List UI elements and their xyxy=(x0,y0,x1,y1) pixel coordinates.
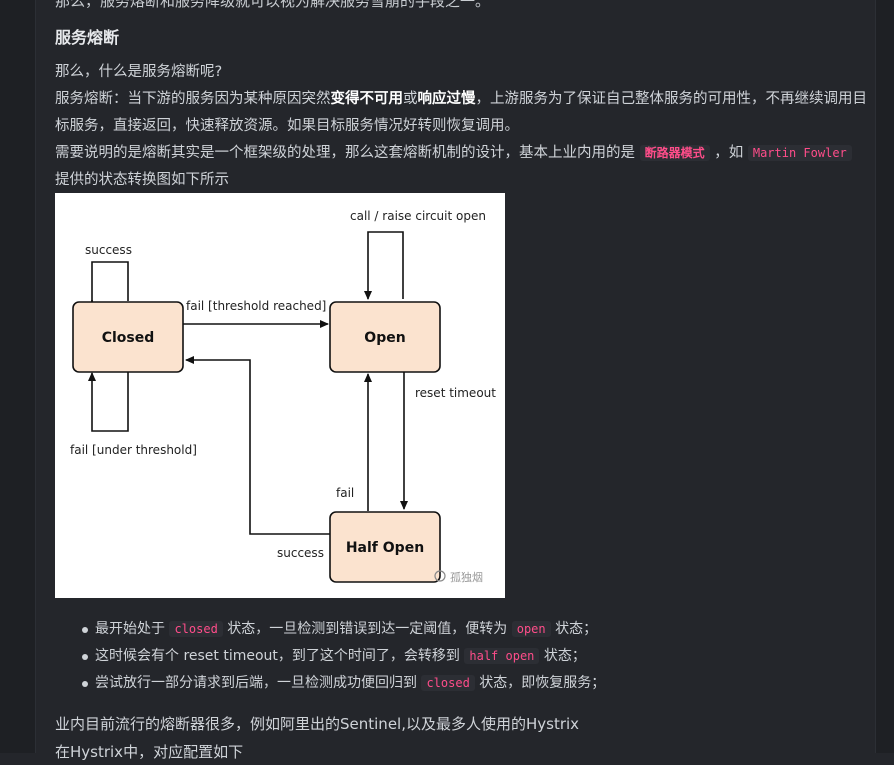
list-item: 尝试放行一部分请求到后端，一旦检测成功便回归到 closed 状态，即恢复服务； xyxy=(82,670,605,697)
right-scrollbar-track[interactable] xyxy=(875,0,894,753)
question-text: 那么，什么是服务熔断呢? xyxy=(55,64,223,80)
note-author-code: Martin Fowler xyxy=(747,145,852,161)
question-paragraph: 那么，什么是服务熔断呢? xyxy=(55,59,870,86)
left-gutter xyxy=(0,0,36,753)
definition-bold-unavailable: 变得不可用 xyxy=(330,91,404,107)
closed-success-loop xyxy=(91,261,129,301)
code-open: open xyxy=(511,621,551,637)
watermark-text: 孤独烟 xyxy=(450,570,483,584)
section-heading: 服务熔断 xyxy=(55,28,120,47)
definition-bold-slow: 响应过慢 xyxy=(417,91,476,107)
bottom-paragraph-line2: 在Hystrix中，对应配置如下 xyxy=(55,743,244,761)
state-transition-list: 最开始处于 closed 状态，一旦检测到错误到达一定阈值，便转为 open 状… xyxy=(82,616,605,697)
circuit-breaker-state-diagram: Closed Open Half Open success call / rai… xyxy=(55,193,505,598)
watermark: 孤独烟 xyxy=(434,570,483,584)
label-success-top: success xyxy=(85,243,132,257)
label-fail-threshold-reached: fail [threshold reached] xyxy=(186,299,326,313)
label-reset-timeout: reset timeout xyxy=(415,386,496,400)
note-prefix: 需要说明的是熔断其实是一个框架级的处理，那么这套熔断机制的设计，基本上业内用的是 xyxy=(55,145,635,161)
half-open-to-closed-arrow xyxy=(185,356,330,535)
list-item: 最开始处于 closed 状态，一旦检测到错误到达一定阈值，便转为 open 状… xyxy=(82,616,605,643)
state-half-open: Half Open xyxy=(329,511,441,583)
definition-prefix: 服务熔断：当下游的服务因为某种原因突然 xyxy=(55,91,331,107)
label-fail: fail xyxy=(336,486,354,500)
definition-paragraph: 服务熔断：当下游的服务因为某种原因突然变得不可用或响应过慢，上游服务为了保证自己… xyxy=(55,86,870,140)
code-closed: closed xyxy=(169,621,223,637)
note-end: 提供的状态转换图如下所示 xyxy=(55,172,229,188)
definition-rest: ，上游服务为了保证自己整体服务的可用性，不再继续调用目标服务，直接返回，快速释放… xyxy=(55,91,867,134)
previous-paragraph-line: 那么，服务熔断和服务降级就可以视为解决服务雪崩的手段之一。 xyxy=(55,0,491,10)
state-half-open-label: Half Open xyxy=(346,540,424,556)
state-open-label: Open xyxy=(364,330,405,346)
code-half-open: half open xyxy=(464,648,540,664)
open-call-loop xyxy=(367,231,404,299)
label-success-bottom: success xyxy=(277,546,324,560)
list-item: 这时候会有个 reset timeout，到了这个时间了，会转移到 half o… xyxy=(82,643,605,670)
state-closed-label: Closed xyxy=(102,330,155,346)
note-pattern-highlight: 断路器模式 xyxy=(639,145,710,161)
label-fail-under-threshold: fail [under threshold] xyxy=(70,443,197,457)
wechat-icon xyxy=(434,570,446,582)
bottom-paragraph-line1: 业内目前流行的熔断器很多，例如阿里出的Sentinel,以及最多人使用的Hyst… xyxy=(55,715,580,733)
closed-fail-under-loop xyxy=(88,371,129,432)
state-closed: Closed xyxy=(72,301,184,373)
note-paragraph: 需要说明的是熔断其实是一个框架级的处理，那么这套熔断机制的设计，基本上业内用的是… xyxy=(55,140,870,194)
definition-or: 或 xyxy=(403,91,418,107)
label-call-raise-circuit-open: call / raise circuit open xyxy=(350,209,486,223)
code-closed: closed xyxy=(421,675,475,691)
state-open: Open xyxy=(329,301,441,373)
note-mid: ，如 xyxy=(714,145,744,161)
